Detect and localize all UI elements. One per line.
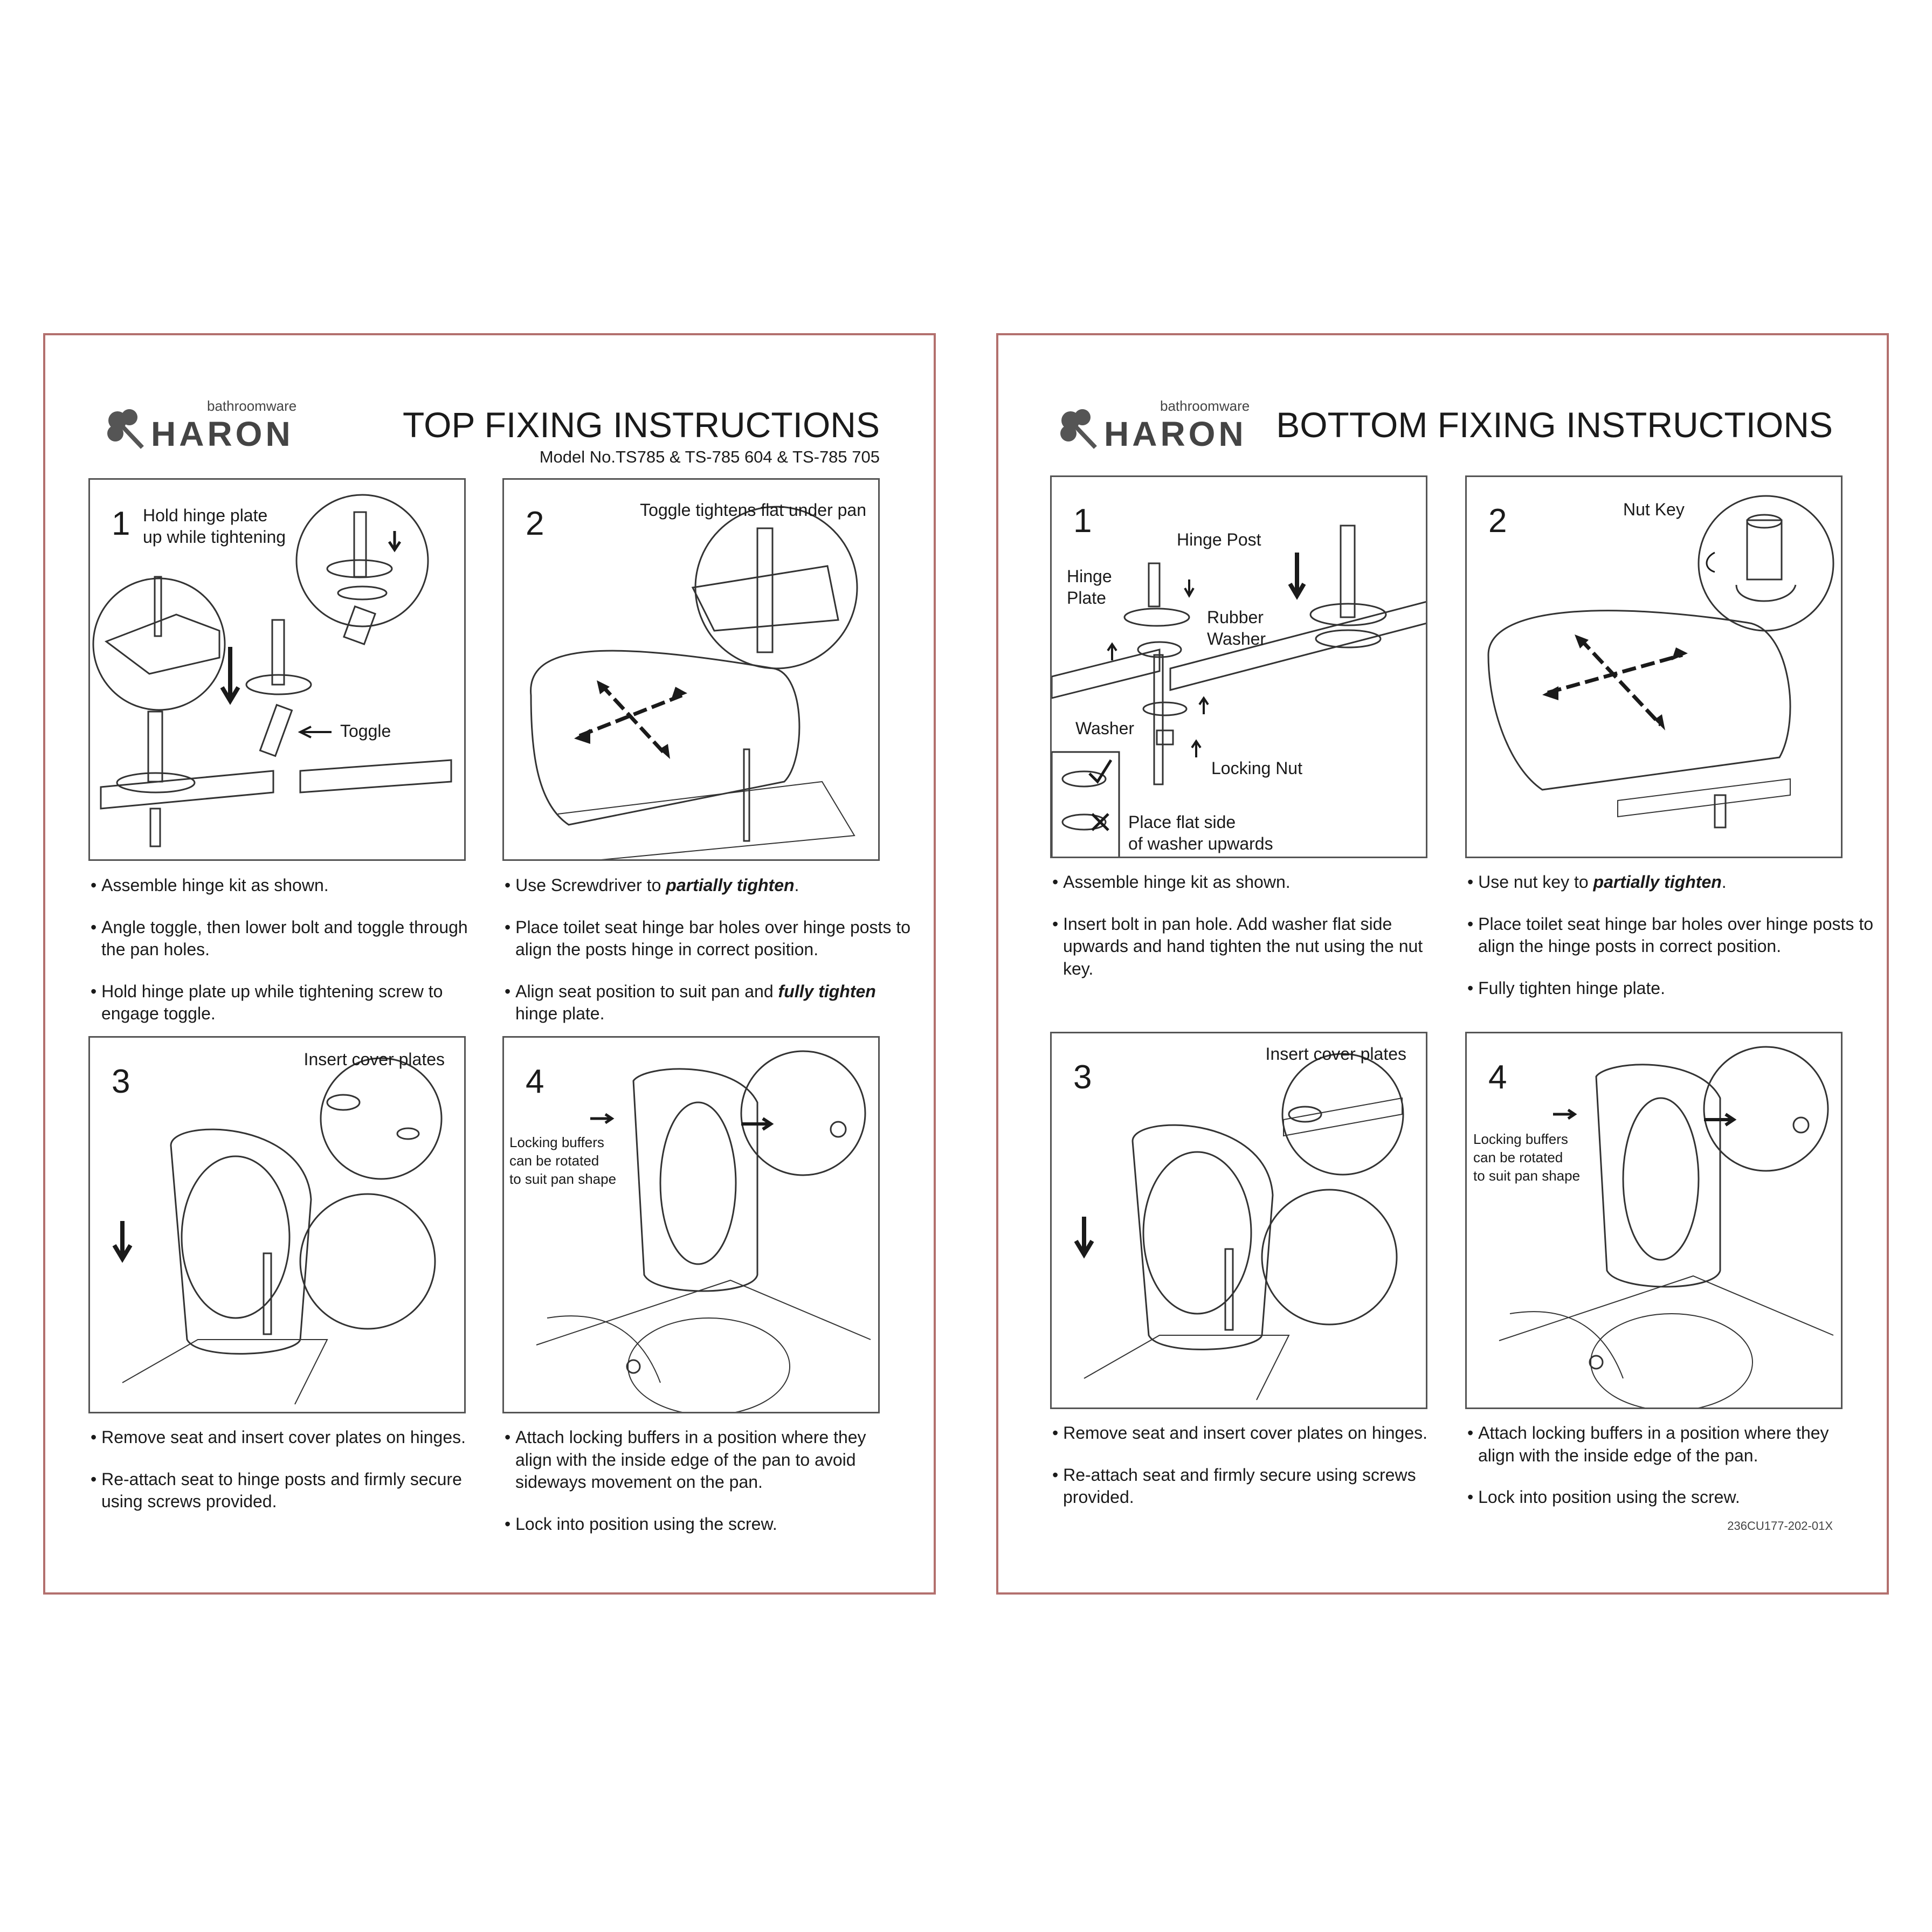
instruction-item: Place toilet seat hinge bar holes over h… — [1467, 913, 1877, 958]
brand-subtitle: bathroomware — [1160, 398, 1250, 414]
hinge-assembly-illustration — [92, 494, 452, 847]
step-caption: Hold hinge plate up while tightening — [143, 506, 286, 547]
instruction-item: Remove seat and insert cover plates on h… — [91, 1426, 489, 1449]
step-number: 4 — [1488, 1059, 1507, 1096]
step-3-instructions: Remove seat and insert cover plates on h… — [91, 1426, 489, 1533]
cover-plate-illustration — [112, 1057, 443, 1405]
toggle-callout: Toggle — [340, 721, 391, 741]
instruction-item: Use nut key to partially tighten. — [1467, 871, 1877, 894]
check-icon — [1088, 759, 1113, 784]
step-caption: Insert cover plates — [1265, 1044, 1406, 1064]
bolt-assembly-illustration — [1052, 525, 1426, 857]
rubber-washer-callout: Rubber Washer — [1207, 608, 1266, 648]
instruction-item: Place toilet seat hinge bar holes over h… — [505, 916, 914, 961]
step-1-instructions: Assemble hinge kit as shown. Insert bolt… — [1052, 871, 1440, 999]
step-1-panel: 1 Hinge Post Hinge Plate Rubber Washer W… — [1050, 475, 1427, 858]
instruction-item: Assemble hinge kit as shown. — [1052, 871, 1440, 894]
instruction-item: Attach locking buffers in a position whe… — [1467, 1422, 1866, 1467]
instruction-item: Hold hinge plate up while tightening scr… — [91, 981, 479, 1025]
instruction-item: Re-attach seat to hinge posts and firmly… — [91, 1468, 489, 1513]
step-4-panel: 4 Locking buffers can be rotated to suit… — [1465, 1032, 1843, 1409]
instruction-item: Insert bolt in pan hole. Add washer flat… — [1052, 913, 1440, 981]
instruction-item: Use Screwdriver to partially tighten. — [505, 874, 914, 897]
document-code: 236CU177-202-01X — [1727, 1519, 1833, 1533]
hinge-plate-callout: Hinge Plate — [1067, 567, 1112, 608]
step-number: 3 — [112, 1063, 130, 1100]
step-2-panel: 2 Nut Key — [1465, 475, 1843, 858]
instruction-item: Lock into position using the screw. — [1467, 1486, 1866, 1509]
instruction-item: Lock into position using the screw. — [505, 1513, 903, 1536]
step-3-panel: 3 Insert cover plates — [88, 1036, 466, 1413]
step-number: 4 — [526, 1063, 544, 1100]
page-title: TOP FIXING INSTRUCTIONS — [403, 405, 880, 445]
instruction-item: Fully tighten hinge plate. — [1467, 977, 1877, 1000]
step-4-instructions: Attach locking buffers in a position whe… — [1467, 1422, 1866, 1528]
page-title: BOTTOM FIXING INSTRUCTIONS — [1276, 405, 1833, 445]
locking-buffer-illustration — [536, 1050, 871, 1412]
step-caption: Nut Key — [1623, 500, 1685, 519]
step-4-panel: 4 Locking buffers can be rotated to suit… — [502, 1036, 880, 1413]
instruction-item: Attach locking buffers in a position whe… — [505, 1426, 903, 1494]
brand-logo: bathroomware HARON — [101, 395, 306, 454]
step-number: 1 — [112, 505, 130, 542]
buffer-note: Locking buffers can be rotated to suit p… — [1473, 1131, 1581, 1184]
instruction-item: Remove seat and insert cover plates on h… — [1052, 1422, 1451, 1445]
instruction-item: Angle toggle, then lower bolt and toggle… — [91, 916, 479, 961]
seat-alignment-illustration — [530, 506, 858, 859]
nut-key-illustration — [1487, 495, 1834, 829]
step-4-instructions: Attach locking buffers in a position whe… — [505, 1426, 903, 1555]
brand-subtitle: bathroomware — [207, 398, 297, 414]
step-number: 1 — [1073, 502, 1092, 540]
cross-icon — [1091, 813, 1109, 831]
bottom-fixing-sheet: bathroomware HARON BOTTOM FIXING INSTRUC… — [996, 333, 1889, 1595]
cover-plate-illustration — [1074, 1053, 1404, 1400]
step-number: 3 — [1073, 1059, 1092, 1096]
step-number: 2 — [526, 505, 544, 542]
step-caption: Toggle tightens flat under pan — [640, 500, 866, 520]
model-number: Model No.TS785 & TS-785 604 & TS-785 705 — [539, 447, 880, 466]
brand-name: HARON — [151, 415, 294, 453]
instruction-item: Assemble hinge kit as shown. — [91, 874, 479, 897]
hinge-post-callout: Hinge Post — [1177, 530, 1261, 549]
step-1-instructions: Assemble hinge kit as shown. Angle toggl… — [91, 874, 479, 1045]
brand-logo: bathroomware HARON — [1054, 395, 1259, 454]
clover-logo-icon — [107, 409, 144, 449]
flat-side-note: Place flat side of washer upwards — [1128, 812, 1273, 853]
step-2-instructions: Use nut key to partially tighten. Place … — [1467, 871, 1877, 1019]
step-2-panel: 2 Toggle tightens flat under pan — [502, 478, 880, 861]
clover-logo-icon — [1060, 409, 1097, 449]
washer-callout: Washer — [1075, 719, 1135, 738]
instruction-item: Re-attach seat and firmly secure using s… — [1052, 1464, 1451, 1509]
step-2-instructions: Use Screwdriver to partially tighten. Pl… — [505, 874, 914, 1045]
locking-nut-callout: Locking Nut — [1211, 758, 1302, 778]
top-fixing-sheet: bathroomware HARON TOP FIXING INSTRUCTIO… — [43, 333, 936, 1595]
brand-name: HARON — [1104, 415, 1247, 453]
step-number: 2 — [1488, 502, 1507, 540]
step-3-panel: 3 Insert cover plates — [1050, 1032, 1427, 1409]
step-caption: Insert cover plates — [303, 1050, 445, 1069]
step-1-panel: 1 Hold hinge plate up while tightening T… — [88, 478, 466, 861]
step-3-instructions: Remove seat and insert cover plates on h… — [1052, 1422, 1451, 1528]
buffer-note: Locking buffers can be rotated to suit p… — [509, 1134, 617, 1187]
locking-buffer-illustration — [1499, 1046, 1834, 1407]
instruction-item: Align seat position to suit pan and full… — [505, 981, 914, 1025]
